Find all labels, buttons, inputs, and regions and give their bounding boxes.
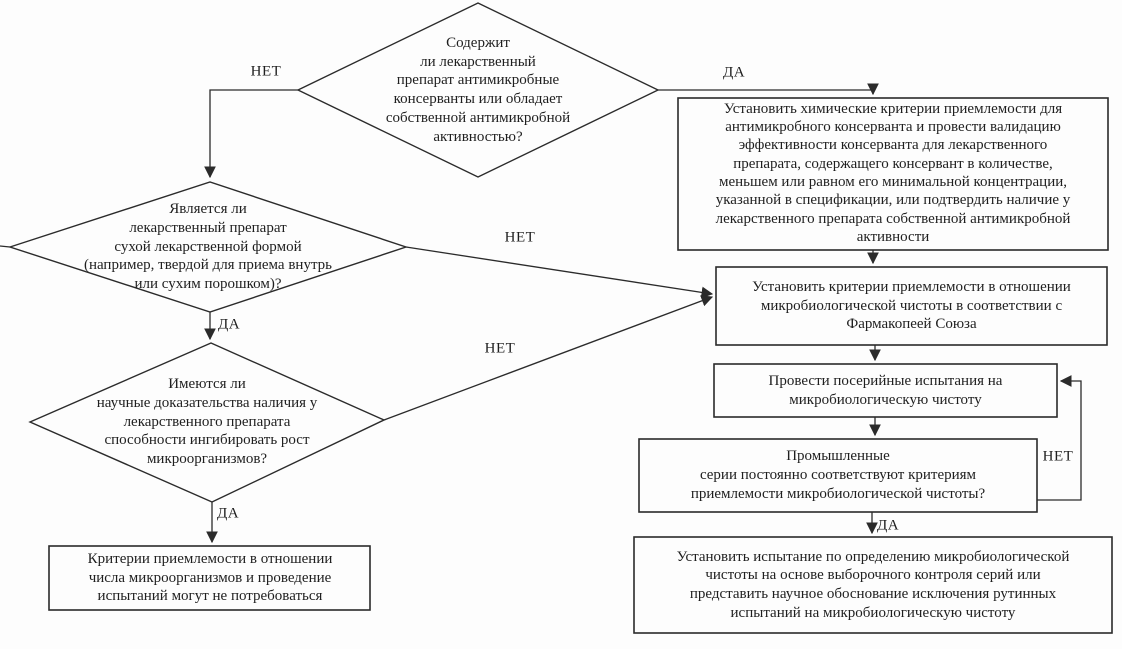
edge-label-yes-preservatives: ДА	[722, 64, 746, 81]
arrow-no-dry-form-to-pharmacopoeia-criteria	[405, 246, 714, 299]
question-batches-conform-text: Промышленные серии постоянно соответству…	[690, 448, 986, 502]
line-left-edge-stub	[0, 245, 11, 248]
edge-label-yes-inhibition: ДА	[216, 505, 240, 522]
question-box-batches-conform	[638, 438, 1038, 513]
process-box-chemical-criteria	[677, 97, 1109, 251]
process-box-criteria-not-required	[48, 545, 371, 611]
decision-dry-form-text: Является ли лекарственный препарат сухой…	[83, 201, 333, 293]
edge-label-yes-conform: ДА	[876, 517, 900, 534]
process-skip-routine-testing-text: Установить испытание по определению микр…	[676, 548, 1070, 621]
arrow-no-inhibition-to-pharmacopoeia-criteria	[383, 295, 714, 421]
process-box-batch-testing	[713, 363, 1058, 418]
edge-label-yes-dry-form: ДА	[217, 316, 241, 333]
process-chemical-criteria-text: Установить химические критерии приемлемо…	[715, 100, 1071, 245]
decision-preservatives-text: Содержит ли лекарственный препарат антим…	[385, 34, 571, 145]
arrow-yes-preservatives-to-chemical-criteria	[658, 83, 879, 96]
process-batch-testing-text: Провести посерийные испытания на микроби…	[768, 372, 1003, 408]
decision-growth-inhibition-text: Имеются ли научные доказательства наличи…	[96, 376, 318, 468]
process-box-pharmacopoeia-criteria	[715, 266, 1108, 346]
process-pharmacopoeia-criteria-text: Установить критерии приемлемости в отнош…	[752, 278, 1071, 333]
edge-label-no-preservatives: НЕТ	[250, 63, 282, 80]
edge-label-no-inhibition: НЕТ	[484, 340, 516, 357]
arrow-no-conform-loop-to-batch-testing	[1037, 375, 1082, 501]
edge-label-no-dry-form: НЕТ	[504, 229, 536, 246]
arrow-no-preservatives-to-dry-form	[204, 89, 298, 179]
process-criteria-not-required-text: Критерии приемлемости в отношении числа …	[87, 550, 333, 605]
process-box-skip-routine-testing	[633, 536, 1113, 634]
edge-label-no-conform-loop: НЕТ	[1042, 448, 1074, 465]
